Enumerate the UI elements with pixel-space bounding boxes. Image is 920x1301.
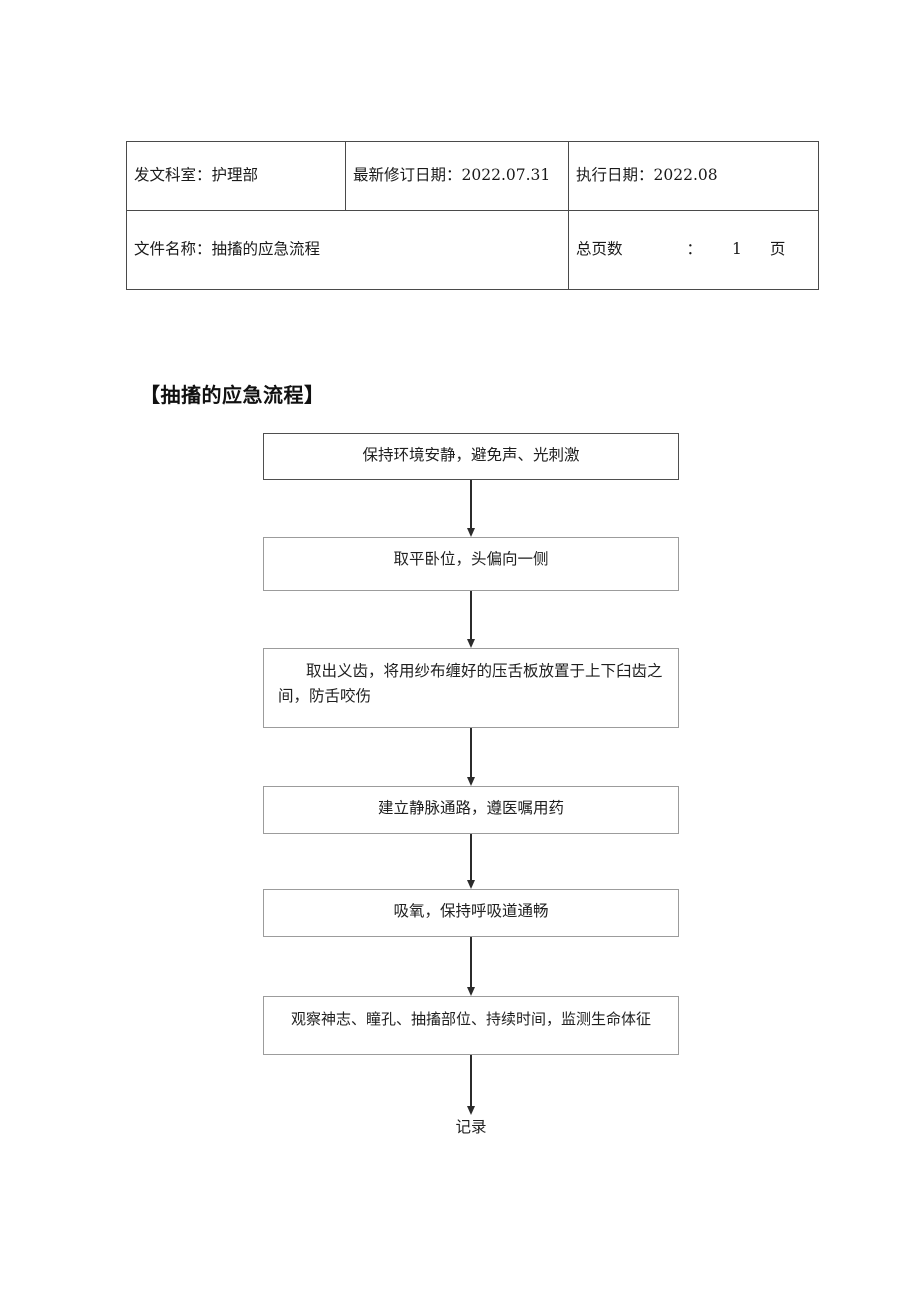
- arrow-stem: [470, 834, 472, 880]
- arrow-stem: [470, 937, 472, 987]
- arrow-stem: [470, 1055, 472, 1106]
- flow-arrow-2: [467, 591, 476, 648]
- arrow-head-icon: [467, 1106, 475, 1115]
- flow-node-5: 吸氧，保持呼吸道通畅: [263, 889, 679, 937]
- flow-node-3: 取出义齿，将用纱布缠好的压舌板放置于上下臼齿之间，防舌咬伤: [263, 648, 679, 728]
- total-pages-label: 总页数: [576, 240, 623, 259]
- arrow-head-icon: [467, 880, 475, 889]
- page-title: 【抽搐的应急流程】: [140, 383, 325, 407]
- cell-effective-date: 执行日期：2022.08: [568, 141, 819, 211]
- cell-total-pages: 总页数 ： 1 页: [568, 210, 819, 290]
- table-row: 文件名称：抽搐的应急流程 总页数 ： 1 页: [126, 210, 819, 290]
- arrow-stem: [470, 480, 472, 528]
- arrow-head-icon: [467, 987, 475, 996]
- total-pages-unit: 页: [769, 240, 786, 259]
- cell-revision-date: 最新修订日期：2022.07.31: [345, 141, 569, 211]
- total-pages-line: 总页数 ： 1 页: [576, 238, 810, 261]
- document-header-table: 发文科室：护理部 最新修订日期：2022.07.31 执行日期：2022.08 …: [126, 141, 819, 290]
- arrow-head-icon: [467, 777, 475, 786]
- total-pages-colon: ：: [686, 240, 703, 259]
- arrow-head-icon: [467, 528, 475, 537]
- cell-department: 发文科室：护理部: [126, 141, 346, 211]
- flow-node-6: 观察神志、瞳孔、抽搐部位、持续时间，监测生命体征: [263, 996, 679, 1055]
- arrow-stem: [470, 591, 472, 639]
- arrow-head-icon: [467, 639, 475, 648]
- flow-arrow-1: [467, 480, 476, 537]
- flow-arrow-6: [467, 1055, 476, 1115]
- table-row: 发文科室：护理部 最新修订日期：2022.07.31 执行日期：2022.08: [126, 141, 819, 211]
- flow-node-1: 保持环境安静，避免声、光刺激: [263, 433, 679, 480]
- flow-arrow-3: [467, 728, 476, 786]
- flow-node-7-terminal: 记录: [455, 1118, 487, 1136]
- cell-file-name: 文件名称：抽搐的应急流程: [126, 210, 569, 290]
- total-pages-count: 1: [732, 240, 742, 259]
- flow-arrow-5: [467, 937, 476, 996]
- flow-node-4: 建立静脉通路，遵医嘱用药: [263, 786, 679, 834]
- flow-arrow-4: [467, 834, 476, 889]
- arrow-stem: [470, 728, 472, 777]
- flow-node-2: 取平卧位，头偏向一侧: [263, 537, 679, 591]
